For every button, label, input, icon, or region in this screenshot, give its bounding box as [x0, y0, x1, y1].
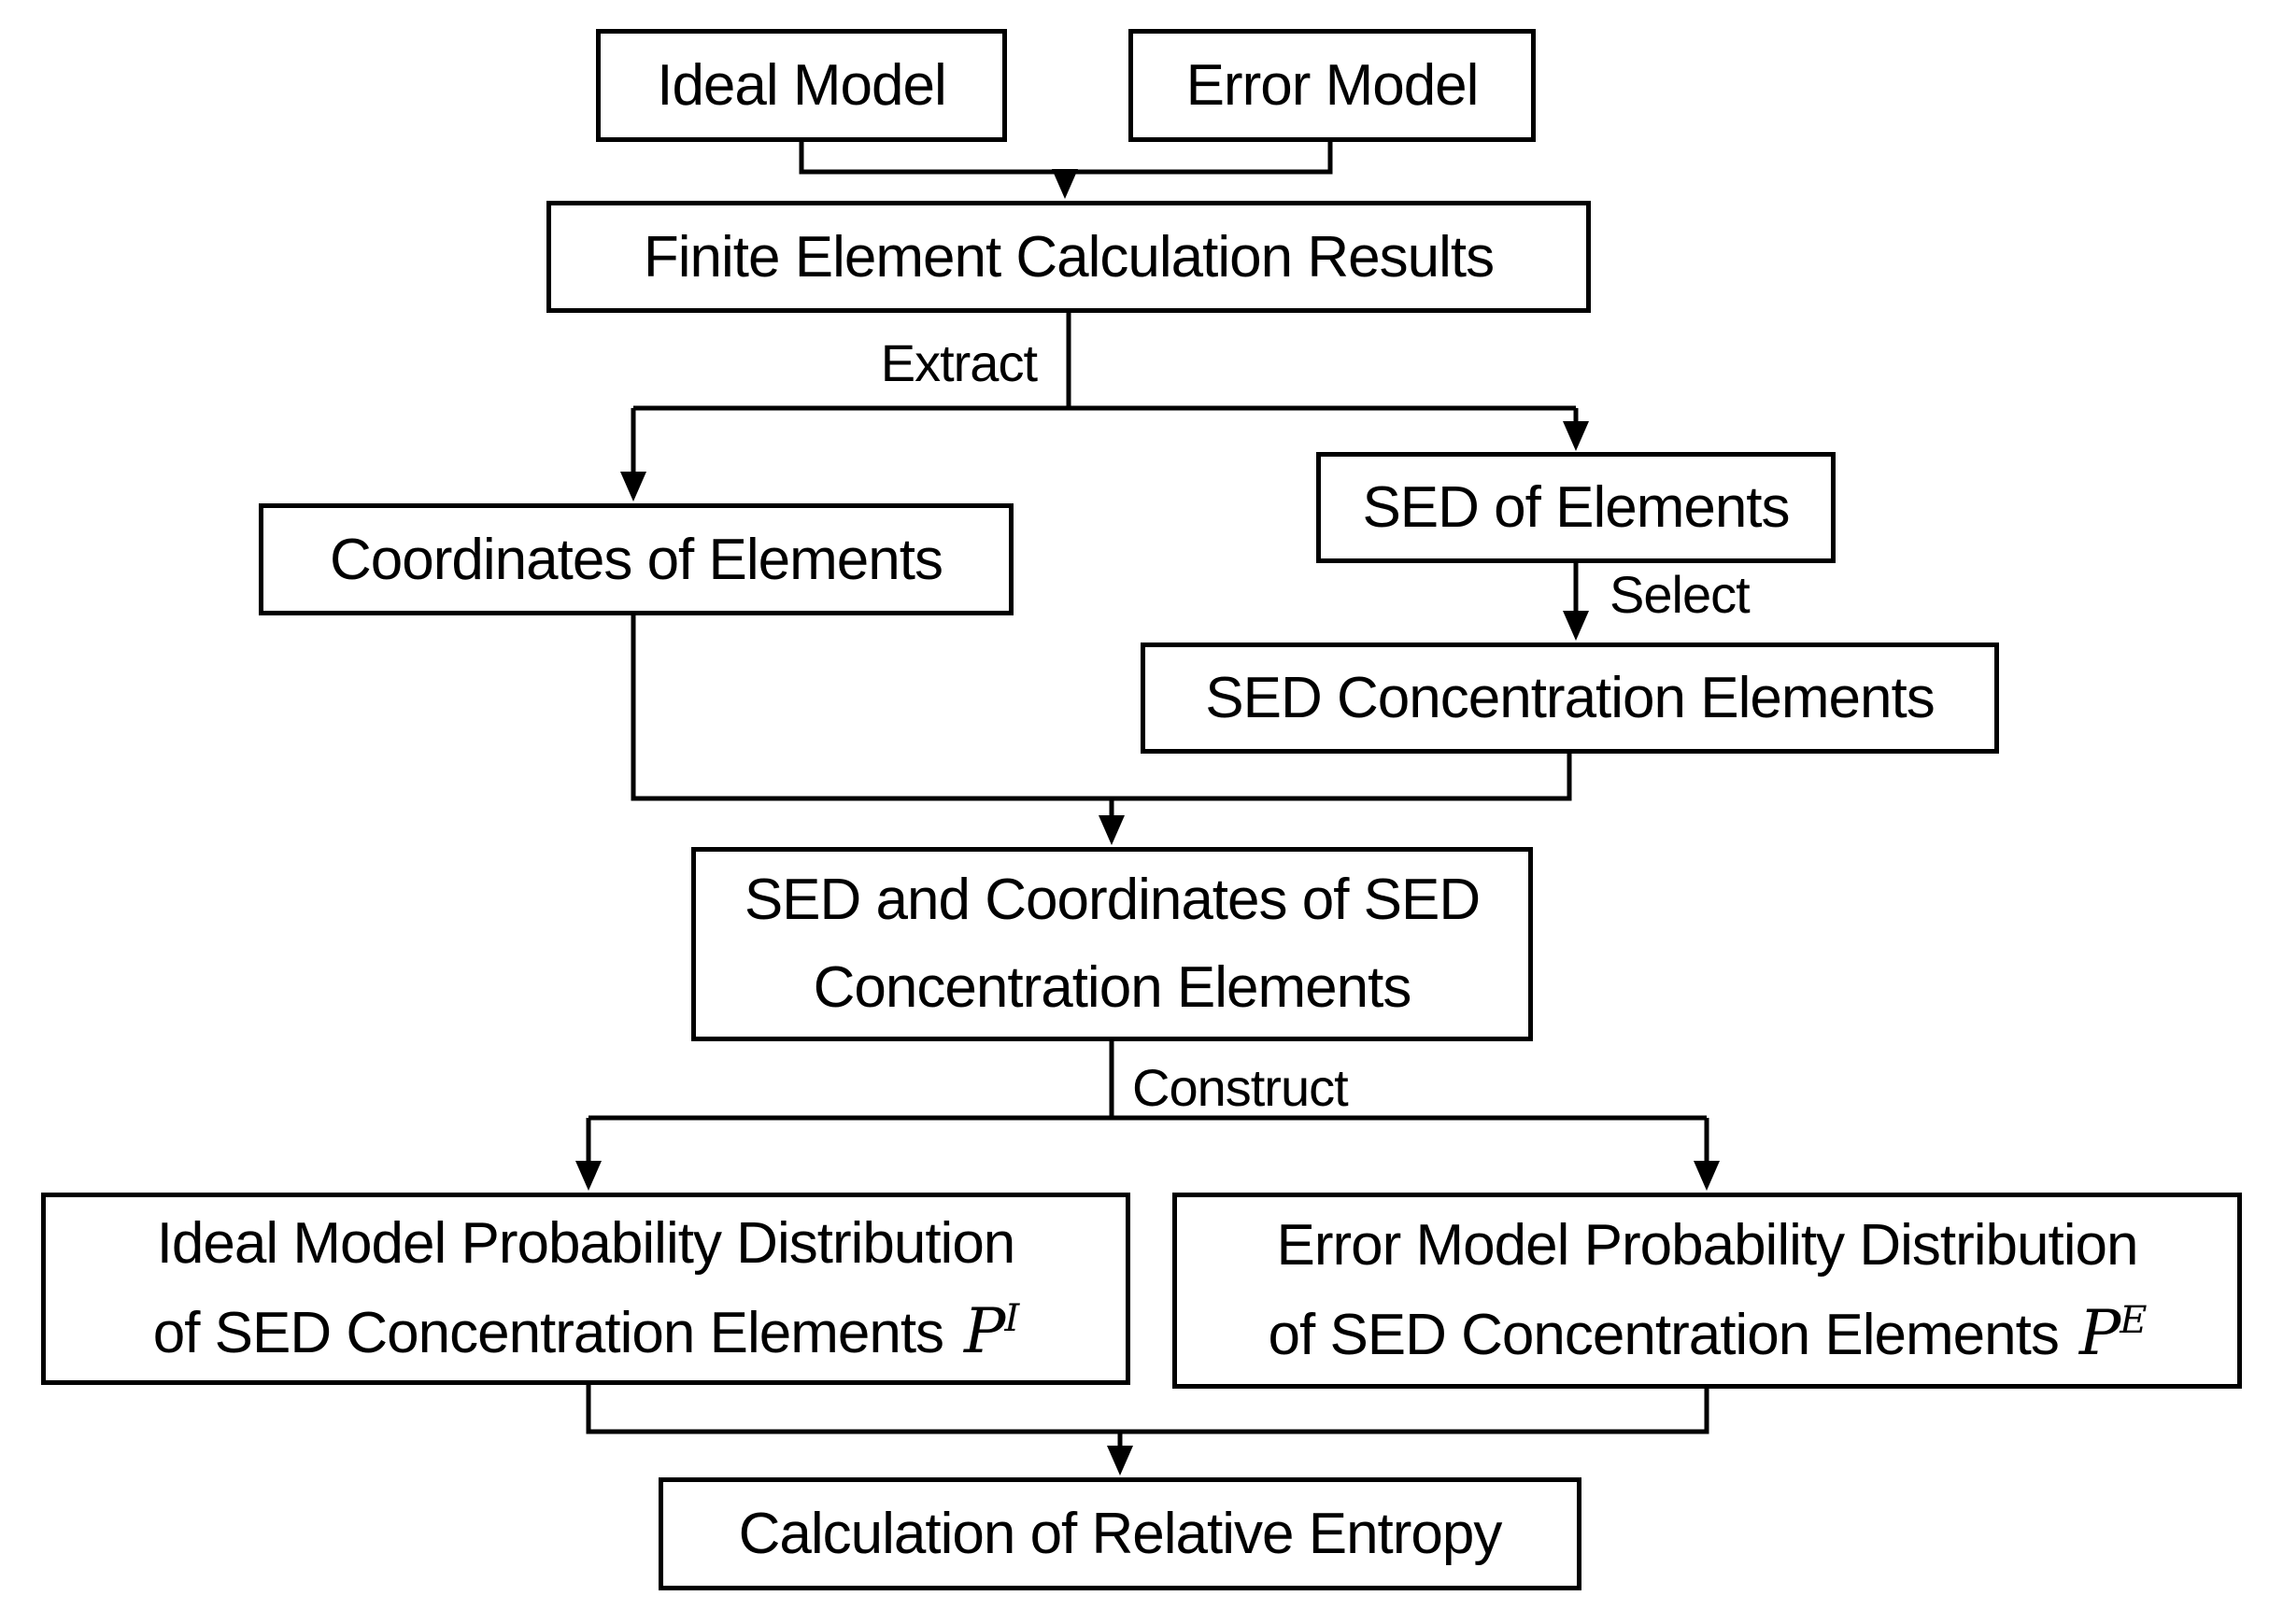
node-error-distribution-line2-text: of SED Concentration Elements [1268, 1303, 2060, 1367]
node-error-distribution-line2: of SED Concentration Elements PE [1268, 1290, 2148, 1379]
node-calculation-of-relative-entropy-label: Calculation of Relative Entropy [738, 1502, 1503, 1566]
math-p: P [964, 1295, 1005, 1367]
edge-label-select: Select [1610, 565, 1751, 624]
arrowhead-into-ideal-dist [575, 1161, 602, 1191]
edge-coords-sed-merge [631, 615, 1572, 801]
arrowhead-into-sed-concentration [1563, 611, 1589, 641]
math-sup-e: E [2120, 1299, 2147, 1342]
node-sed-and-coordinates-line1: SED and Coordinates of SED [744, 868, 1481, 932]
node-error-model: Error Model [1128, 29, 1536, 142]
node-ideal-distribution-line2-text: of SED Concentration Elements [152, 1301, 944, 1365]
math-p: P [2078, 1297, 2120, 1369]
node-finite-element-calculation-results-label: Finite Element Calculation Results [643, 224, 1495, 289]
math-sup-i: I [1004, 1297, 1019, 1340]
node-ideal-model-probability-distribution: Ideal Model Probability Distribution of … [41, 1193, 1130, 1385]
arrowhead-into-sed-elements [1563, 421, 1589, 451]
arrowhead-into-entropy [1107, 1446, 1133, 1476]
edge-label-extract: Extract [880, 333, 1038, 392]
node-ideal-distribution-line2: of SED Concentration Elements PI [152, 1288, 1020, 1377]
arrowhead-into-sed-coords [1099, 815, 1125, 845]
node-calculation-of-relative-entropy: Calculation of Relative Entropy [659, 1477, 1581, 1590]
node-sed-and-coordinates: SED and Coordinates of SED Concentration… [691, 847, 1533, 1041]
arrowhead-into-error-dist [1694, 1161, 1720, 1191]
math-symbol-p-sup-i: PI [964, 1295, 1019, 1367]
node-finite-element-calculation-results: Finite Element Calculation Results [546, 201, 1591, 313]
node-error-model-probability-distribution: Error Model Probability Distribution of … [1172, 1193, 2242, 1389]
arrowhead-into-coordinates [620, 472, 646, 501]
node-coordinates-of-elements: Coordinates of Elements [259, 503, 1014, 615]
node-ideal-distribution-line1: Ideal Model Probability Distribution [156, 1211, 1016, 1276]
edge-models-merge [799, 142, 1333, 175]
arrowhead-into-results [1052, 169, 1078, 199]
node-coordinates-of-elements-label: Coordinates of Elements [330, 527, 943, 592]
node-sed-of-elements-label: SED of Elements [1362, 475, 1790, 540]
edge-label-construct: Construct [1132, 1058, 1349, 1117]
node-ideal-model-label: Ideal Model [657, 53, 947, 118]
node-sed-and-coordinates-line2: Concentration Elements [813, 955, 1412, 1020]
node-ideal-model: Ideal Model [596, 29, 1007, 142]
math-symbol-p-sup-e: PE [2078, 1297, 2148, 1369]
node-sed-concentration-elements: SED Concentration Elements [1141, 643, 1999, 754]
node-error-model-label: Error Model [1185, 53, 1480, 118]
edge-dist-merge [586, 1385, 1709, 1434]
node-error-distribution-line1: Error Model Probability Distribution [1276, 1213, 2139, 1278]
node-sed-of-elements: SED of Elements [1316, 452, 1836, 563]
node-sed-concentration-elements-label: SED Concentration Elements [1205, 666, 1935, 730]
